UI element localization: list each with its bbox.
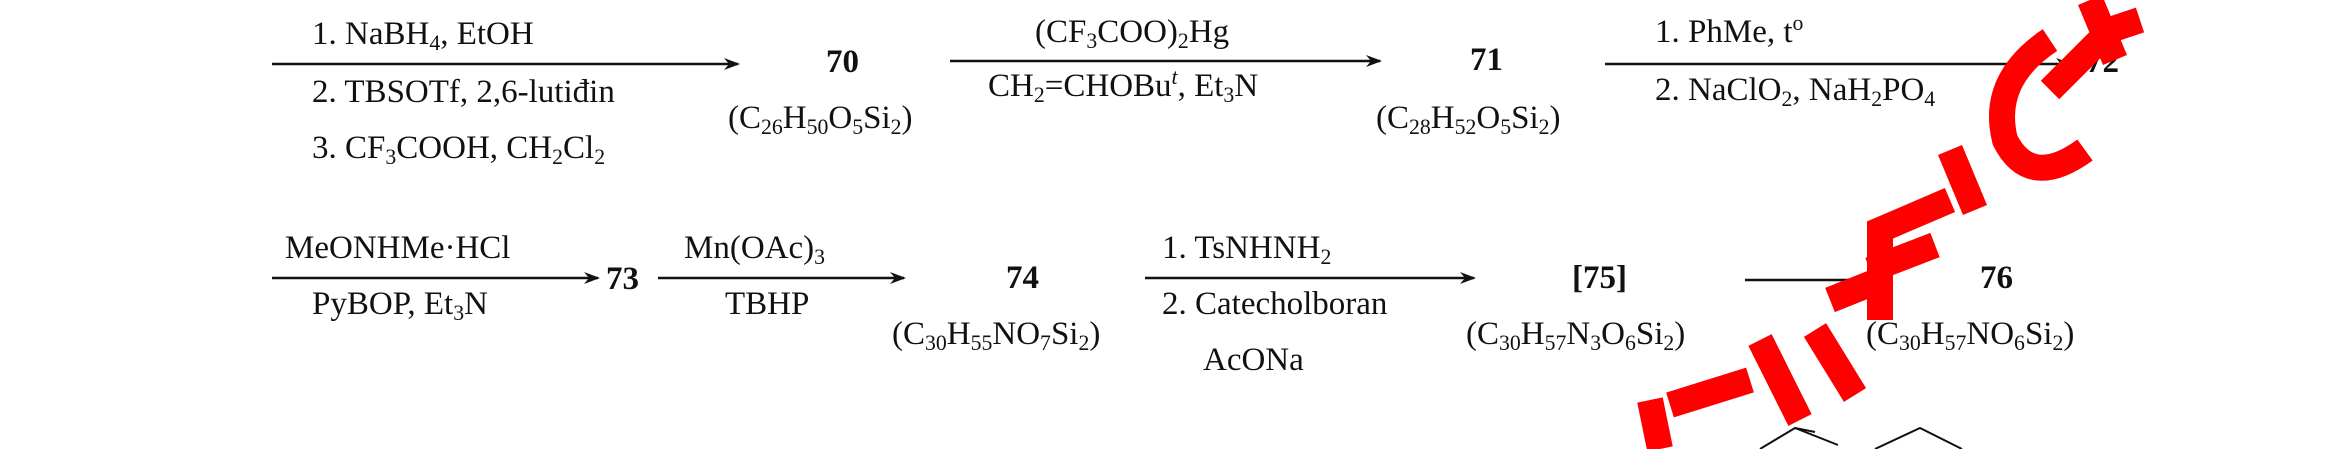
compound-74-label: 74 bbox=[1006, 260, 1039, 296]
partial-structure bbox=[1759, 426, 1963, 449]
compound-71-formula: (C28H52O5Si2) bbox=[1376, 100, 1561, 140]
reagent-step4-line1: MeONHMe·HCl bbox=[285, 230, 511, 266]
compound-76-label: 76 bbox=[1980, 260, 2013, 296]
compound-72-label: 72 bbox=[2086, 44, 2119, 80]
reagent-step6-line3: AcONa bbox=[1203, 342, 1304, 378]
compound-70-formula: (C26H50O5Si2) bbox=[728, 100, 913, 140]
reagent-step3-line1: 1. PhMe, to bbox=[1655, 11, 1804, 50]
reagent-step1-line3: 3. CF3COOH, CH2Cl2 bbox=[312, 130, 606, 170]
reagent-step1-line1: 1. NaBH4, EtOH bbox=[312, 16, 534, 56]
compound-76-formula: (C30H57NO6Si2) bbox=[1866, 316, 2075, 356]
compound-74-formula: (C30H55NO7Si2) bbox=[892, 316, 1101, 356]
reagent-step1-line2: 2. TBSOTf, 2,6-lutiđin bbox=[312, 74, 615, 110]
reagent-step5-line2: TBHP bbox=[725, 286, 810, 322]
reagent-step3-line2: 2. NaClO2, NaH2PO4 bbox=[1655, 72, 1936, 112]
reagent-step6-line1: 1. TsNHNH2 bbox=[1162, 230, 1332, 270]
compound-75-formula: (C30H57N3O6Si2) bbox=[1466, 316, 1686, 356]
reagent-step5-line1: Mn(OAc)3 bbox=[684, 230, 826, 270]
reagent-step6-line2: 2. Catecholboran bbox=[1162, 286, 1388, 322]
compound-71-label: 71 bbox=[1470, 42, 1503, 78]
compound-75-label: [75] bbox=[1572, 260, 1627, 296]
reagent-step2-line1: (CF3COO)2Hg bbox=[1035, 14, 1230, 54]
compound-70-label: 70 bbox=[826, 44, 859, 80]
compound-73-label: 73 bbox=[606, 261, 639, 297]
reagent-step4-line2: PyBOP, Et3N bbox=[312, 286, 488, 326]
reagent-step2-line2: CH2=CHOBut, Et3N bbox=[988, 65, 1259, 108]
